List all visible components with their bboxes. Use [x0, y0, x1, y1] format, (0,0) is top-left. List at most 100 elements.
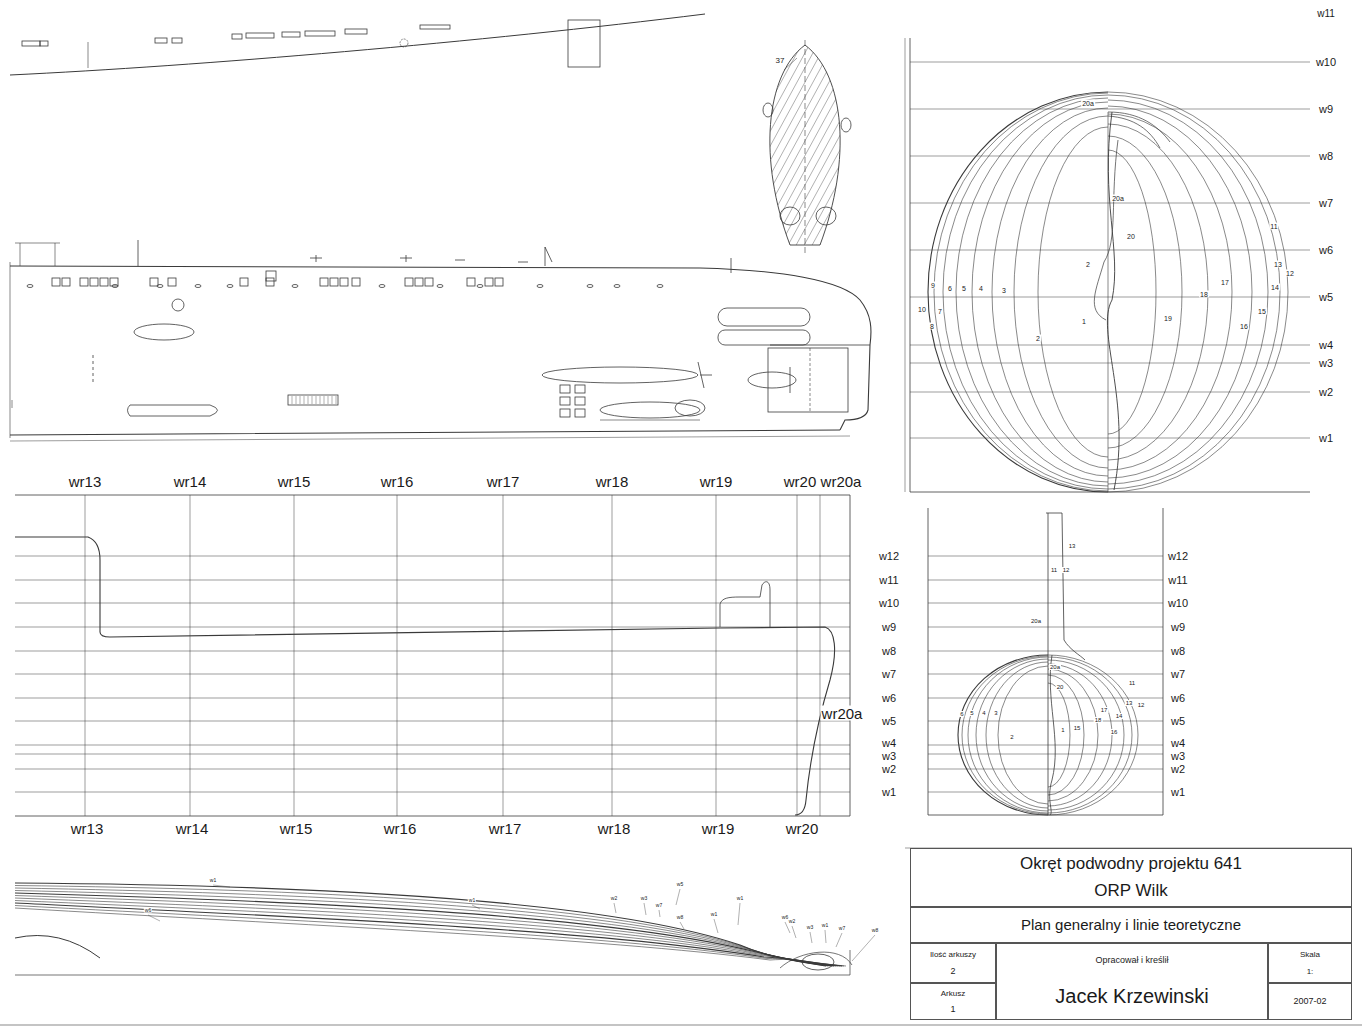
drawing-line [810, 348, 811, 412]
title-block-cell: Arkusz1 [910, 983, 996, 1020]
waterline-label: w10 [1315, 57, 1337, 68]
drawing-line [304, 396, 305, 404]
fitting-symbol [587, 285, 593, 288]
section-hatch [900, 40, 1020, 260]
drawing-line [312, 396, 313, 404]
callout-number: 37 [775, 57, 786, 65]
frame-curve [1048, 669, 1098, 801]
waterline-label: w11 [1167, 575, 1188, 586]
drawing-line [600, 420, 700, 421]
section-hatch [796, 40, 916, 260]
section-hatch [868, 40, 988, 260]
section-hatch [924, 40, 1044, 260]
section-hatch [860, 40, 980, 260]
frame-border [910, 38, 1310, 492]
waterline-label: w1 [821, 923, 829, 928]
title-block-cell: 2007-02 [1268, 983, 1352, 1020]
frame-number: 4 [981, 710, 986, 716]
station-label: wr13 [68, 474, 103, 489]
waterline [910, 438, 1310, 439]
section-hatch [956, 40, 1076, 260]
half-breadth-line [15, 906, 844, 967]
station-label: wr15 [279, 821, 314, 836]
station-label: wr13 [70, 821, 105, 836]
waterline [15, 698, 850, 699]
waterline [910, 297, 1310, 298]
leader-line [680, 922, 684, 929]
stem-curve [1094, 140, 1118, 320]
porthole-symbol [485, 278, 493, 286]
frame-number: 20a [1081, 100, 1095, 107]
cylinder-symbol [128, 405, 218, 416]
section-hatch [908, 40, 1028, 260]
cylinder-symbol [134, 324, 194, 340]
title-block-cell: Plan generalny i linie teoretyczne [910, 907, 1352, 943]
drawing-line [88, 42, 89, 68]
frame-number: 4 [978, 285, 984, 292]
sail-section [1046, 513, 1085, 815]
waterline-label: w7 [1318, 198, 1334, 209]
frame-border [15, 495, 850, 816]
title-block-text: 1 [950, 1004, 955, 1014]
frame-number: 14 [1270, 284, 1280, 291]
section-hatch [708, 40, 828, 260]
drawing-line [12, 400, 13, 408]
porthole-symbol [62, 278, 70, 286]
stem-curve [1050, 655, 1056, 815]
mast [138, 240, 731, 273]
deck-fitting [282, 32, 300, 37]
frame-number: 14 [1115, 713, 1124, 719]
deck-fitting [232, 34, 242, 39]
waterline [910, 363, 1310, 364]
tank-symbol [560, 409, 570, 417]
bow-bulb [802, 954, 834, 970]
drawing-line [336, 396, 337, 404]
deck-fitting [345, 29, 367, 34]
waterline-label: w6 [881, 693, 897, 704]
waterline-label: w8 [676, 915, 684, 920]
frame-curve [962, 656, 1048, 814]
waterline [15, 721, 850, 722]
frame-number: 3 [1001, 287, 1007, 294]
section-hatch [812, 40, 932, 260]
section-hatch [684, 40, 804, 260]
deck-fitting [420, 25, 450, 29]
drawing-line [292, 396, 293, 404]
frame-number: 5 [969, 710, 974, 716]
fitting-symbol [537, 285, 543, 288]
section-hatch [772, 40, 892, 260]
deck-fitting [172, 38, 182, 43]
fitting-symbol [27, 285, 33, 288]
waterline [928, 556, 1163, 557]
waterline-label: w9 [881, 622, 897, 633]
leader-line [852, 935, 875, 961]
frame-curve [968, 657, 1048, 813]
station-line [820, 495, 821, 816]
station-label: wr14 [175, 821, 210, 836]
section-hatch [740, 40, 860, 260]
drawing-line [308, 396, 309, 404]
frame-number: 6 [947, 285, 953, 292]
porthole-symbol [467, 278, 475, 286]
waterline-label: w11 [878, 575, 899, 586]
leader-line [714, 919, 718, 933]
fitting-symbol [157, 285, 163, 288]
section-hatch [716, 40, 836, 260]
baseline [15, 950, 850, 975]
waterline [15, 556, 850, 557]
tank-symbol [560, 397, 570, 405]
waterline-label: w1 [468, 898, 476, 903]
drawing-line [790, 367, 791, 393]
fitting-symbol [763, 103, 773, 117]
waterline-label: w2 [1170, 764, 1186, 775]
frame-curve [1014, 116, 1108, 468]
leader-line [614, 903, 616, 913]
section-hatch [940, 40, 1060, 260]
leader-line [836, 933, 842, 947]
fitting-symbol [477, 285, 483, 288]
frame-number: 7 [937, 308, 943, 315]
waterline-label: w1 [881, 787, 897, 798]
fitting-symbol [195, 285, 201, 288]
station-label: wr19 [701, 821, 736, 836]
frame-curve [934, 93, 1108, 491]
